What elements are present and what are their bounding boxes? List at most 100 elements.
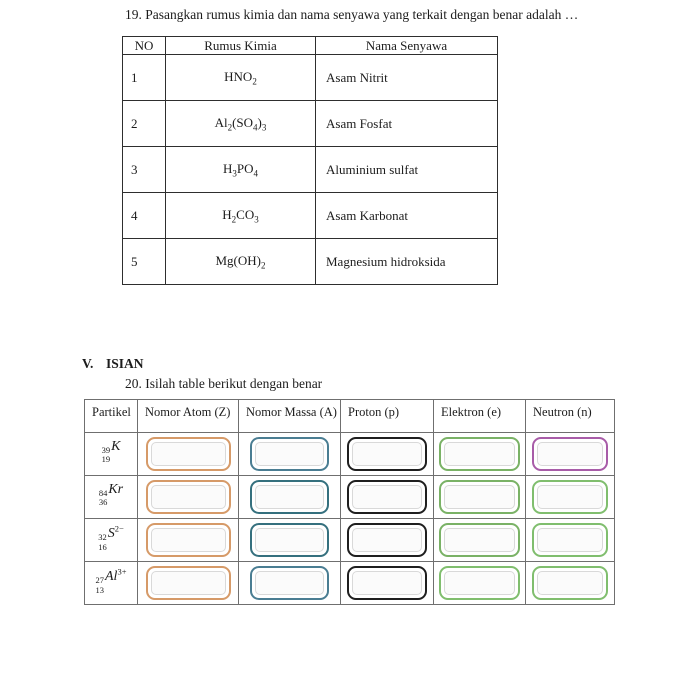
cell-no: 5 <box>122 238 166 285</box>
atomic-number: 13 <box>95 584 105 595</box>
answer-box-inner <box>444 528 515 552</box>
answer-box-Kr-proton[interactable] <box>347 480 427 514</box>
answer-box-inner <box>444 442 515 466</box>
answer-box-inner <box>352 528 422 552</box>
section-v-numeral: V. <box>82 356 94 371</box>
answer-box-S-nomor-atom[interactable] <box>145 523 231 557</box>
answer-box-inner <box>150 571 226 595</box>
cell-answer <box>340 518 434 562</box>
atomic-number: 36 <box>98 497 108 508</box>
answer-box-inner <box>150 528 226 552</box>
atomic-number: 19 <box>101 454 111 465</box>
mass-number: 32 <box>98 532 107 543</box>
cell-answer <box>238 518 341 562</box>
cell-no: 4 <box>122 192 166 239</box>
answer-box-inner <box>255 442 324 466</box>
answer-box-K-nomor-massa[interactable] <box>250 437 329 471</box>
cell-answer <box>238 561 341 605</box>
answer-box-K-neutron[interactable] <box>532 437 608 471</box>
cell-name: Aluminium sulfat <box>315 146 498 193</box>
ion-charge: 3+ <box>117 567 127 577</box>
answer-box-Al-elektron[interactable] <box>439 566 520 600</box>
answer-box-inner <box>537 571 603 595</box>
mass-number: 39 <box>101 445 111 455</box>
fill-table-header-5: Neutron (n) <box>525 399 615 433</box>
answer-box-Kr-nomor-massa[interactable] <box>250 480 329 514</box>
answer-box-inner <box>255 571 324 595</box>
cell-formula: Mg(OH)2 <box>165 238 316 285</box>
answer-box-K-nomor-atom[interactable] <box>145 437 231 471</box>
cell-no: 3 <box>122 146 166 193</box>
cell-answer <box>340 432 434 476</box>
cell-answer <box>433 561 526 605</box>
answer-box-inner <box>255 528 324 552</box>
cell-answer <box>525 561 615 605</box>
matching-table-header-1: Rumus Kimia <box>165 36 316 55</box>
fill-table-header-1: Nomor Atom (Z) <box>137 399 239 433</box>
answer-box-inner <box>352 442 422 466</box>
cell-name: Asam Fosfat <box>315 100 498 147</box>
answer-box-Al-proton[interactable] <box>347 566 427 600</box>
cell-answer <box>137 432 239 476</box>
cell-answer <box>525 518 615 562</box>
answer-box-Al-nomor-atom[interactable] <box>145 566 231 600</box>
answer-box-Al-neutron[interactable] <box>532 566 608 600</box>
answer-box-K-elektron[interactable] <box>439 437 520 471</box>
answer-box-inner <box>352 485 422 509</box>
question-20-text: 20. Isilah table berikut dengan benar <box>125 376 323 391</box>
answer-box-inner <box>537 442 603 466</box>
cell-answer <box>525 432 615 476</box>
answer-box-inner <box>150 442 226 466</box>
answer-box-inner <box>444 485 515 509</box>
element-symbol: Kr <box>108 482 124 497</box>
mass-number: 27 <box>95 575 105 586</box>
cell-formula: Al2(SO4)3 <box>165 100 316 147</box>
answer-box-S-proton[interactable] <box>347 523 427 557</box>
cell-answer <box>433 432 526 476</box>
answer-box-Kr-nomor-atom[interactable] <box>145 480 231 514</box>
answer-box-Al-nomor-massa[interactable] <box>250 566 329 600</box>
cell-formula: H2CO3 <box>165 192 316 239</box>
cell-name: Asam Karbonat <box>315 192 498 239</box>
fill-table-header-2: Nomor Massa (A) <box>238 399 341 433</box>
element-symbol: Al <box>105 569 118 585</box>
answer-box-S-elektron[interactable] <box>439 523 520 557</box>
section-v-title: ISIAN <box>106 356 144 371</box>
cell-name: Asam Nitrit <box>315 54 498 101</box>
question-19-text: 19. Pasangkan rumus kimia dan nama senya… <box>125 7 579 22</box>
cell-no: 2 <box>122 100 166 147</box>
answer-box-S-neutron[interactable] <box>532 523 608 557</box>
answer-box-inner <box>352 571 422 595</box>
answer-box-S-nomor-massa[interactable] <box>250 523 329 557</box>
element-symbol: K <box>111 439 121 454</box>
section-v-heading: V. ISIAN <box>82 356 144 372</box>
answer-box-Kr-neutron[interactable] <box>532 480 608 514</box>
cell-formula: HNO2 <box>165 54 316 101</box>
fill-table-header-4: Elektron (e) <box>433 399 526 433</box>
answer-box-Kr-elektron[interactable] <box>439 480 520 514</box>
answer-box-K-proton[interactable] <box>347 437 427 471</box>
atomic-number: 16 <box>98 541 107 552</box>
matching-table-header-0: NO <box>122 36 166 55</box>
cell-answer <box>340 475 434 519</box>
